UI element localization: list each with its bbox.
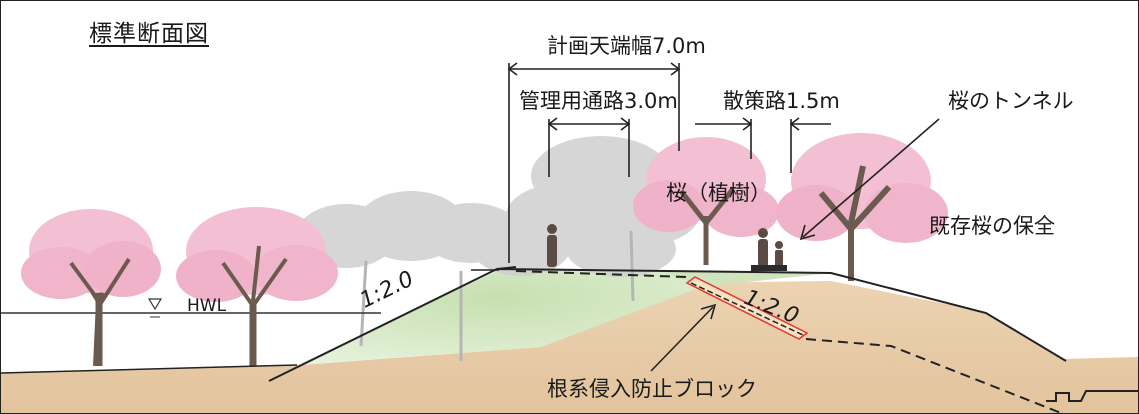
person-silhouette: [547, 224, 783, 267]
hwl-marker-icon: [147, 298, 163, 311]
leader-cherry-tunnel: [799, 118, 940, 241]
label-hwl: HWL: [187, 296, 227, 316]
label-existing-cherry: 既存桜の保全: [929, 214, 1055, 238]
dimension-crest-width: [507, 62, 681, 263]
root-barrier-block: [685, 276, 809, 340]
label-root-block: 根系侵入防止ブロック: [547, 377, 757, 401]
label-maintenance-road: 管理用通路3.0m: [519, 89, 678, 113]
existing-levee-dashed-right: [805, 338, 1062, 413]
dimension-walking-path: [695, 117, 831, 173]
label-cherry-tunnel: 桜のトンネル: [948, 89, 1074, 113]
ground-line: [1, 364, 298, 374]
dimension-maintenance-road: [547, 117, 631, 177]
existing-levee-dashed: [515, 270, 687, 278]
levee-left-toe-line: [496, 266, 517, 270]
cherry-tree-left-1: [21, 209, 161, 367]
levee-outline: [268, 267, 1067, 382]
existing-ground-soil: [1, 281, 1138, 413]
leader-root-block: [650, 303, 717, 372]
right-toe-steps: [1046, 390, 1138, 402]
diagram-title: 標準断面図: [89, 21, 209, 47]
label-cherry-planted: 桜（植樹）: [666, 181, 771, 205]
cherry-tree-planted: [633, 137, 779, 265]
label-walking-path: 散策路1.5m: [723, 89, 840, 113]
cherry-tree-left-2: [176, 207, 338, 366]
cherry-tree-existing: [776, 133, 948, 281]
label-crest-width: 計画天端幅7.0m: [547, 34, 706, 58]
new-levee-fill: [297, 269, 701, 365]
